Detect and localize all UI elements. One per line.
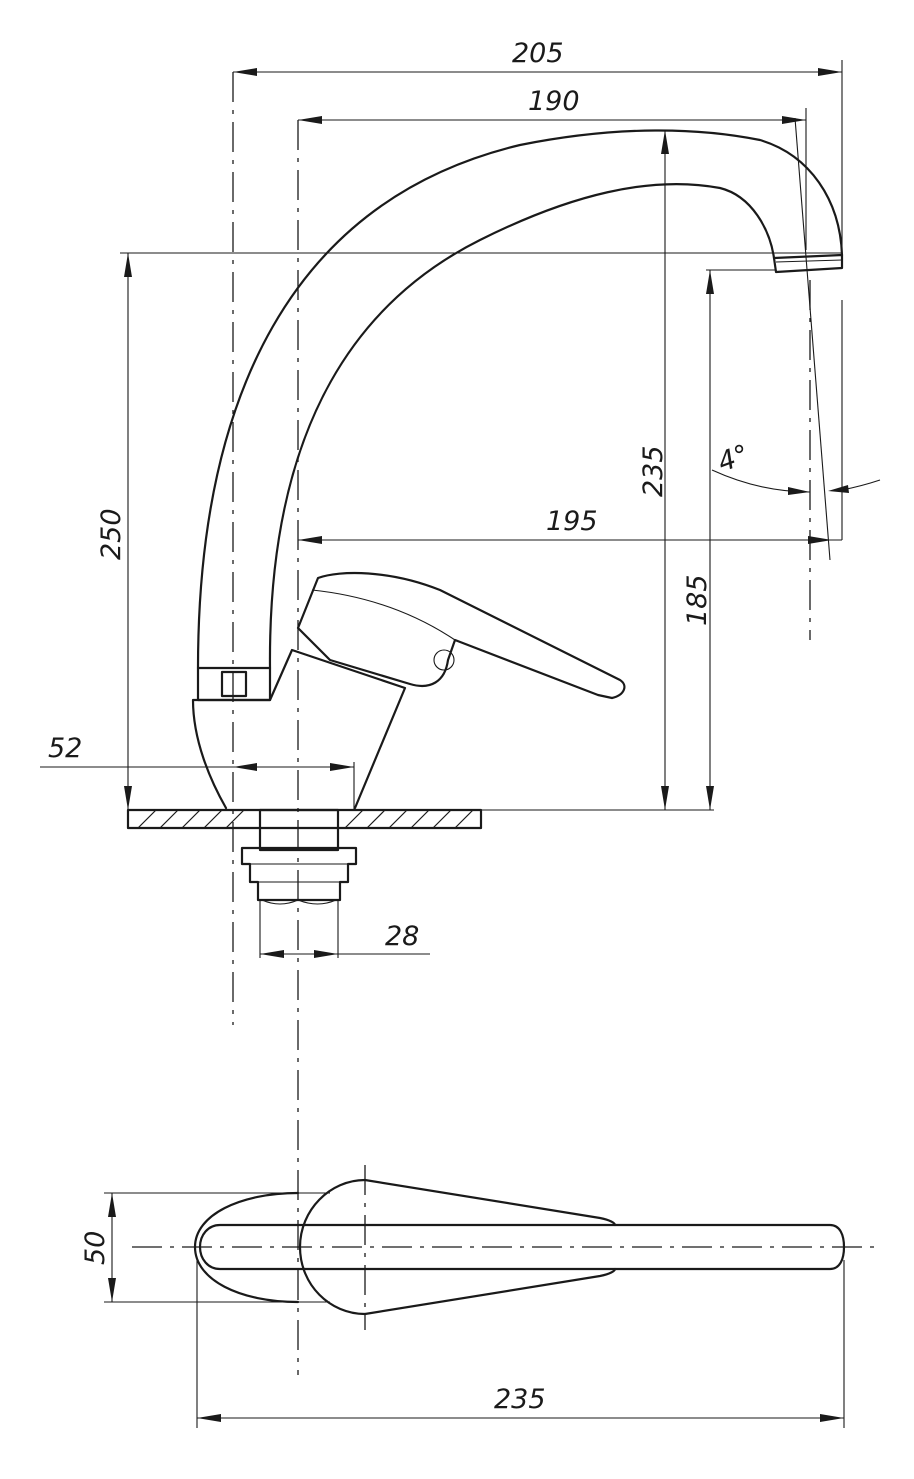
dim-28-arrow-right xyxy=(314,950,338,958)
dim-50-arrow-top xyxy=(108,1193,116,1217)
dim-190-arrow-right xyxy=(782,116,806,124)
dim-28-arrow-left xyxy=(260,950,284,958)
dim-185-arrow-top xyxy=(706,270,714,294)
dim-235b-arrow-right xyxy=(820,1414,844,1422)
side-view-dimensions: 205 190 250 235 185 195 4° xyxy=(40,38,881,958)
dim-235-arrow-top xyxy=(661,130,669,154)
nut-chamfer xyxy=(261,899,337,905)
dim-235b-label: 235 xyxy=(494,1384,546,1415)
lever-pivot xyxy=(433,649,455,671)
fixing-nut xyxy=(240,846,358,902)
dim-250-arrow-top xyxy=(124,253,132,277)
dim-52-label: 52 xyxy=(48,733,82,764)
dim-250-label: 250 xyxy=(96,508,127,560)
dim-angle-arrow-left xyxy=(788,487,810,495)
dim-angle-arrow-right xyxy=(828,485,849,493)
dim-angle-label: 4° xyxy=(714,439,753,479)
dim-50-label: 50 xyxy=(80,1231,111,1265)
top-view-dimensions: 50 235 xyxy=(80,1192,845,1428)
dim-235-arrow-bottom xyxy=(661,786,669,810)
handle-lever-top xyxy=(198,1223,846,1271)
collar-nut xyxy=(220,670,248,698)
dim-185-arrow-bottom xyxy=(706,786,714,810)
dim-190-arrow-left xyxy=(298,116,322,124)
handle-lower-edge xyxy=(363,1267,617,1316)
dim-195-arrow-right xyxy=(808,536,832,544)
handle-dome xyxy=(298,1178,367,1316)
dim-205-label: 205 xyxy=(512,38,564,69)
dim-190-label: 190 xyxy=(528,86,580,117)
dim-50-arrow-bottom xyxy=(108,1278,116,1302)
dim-205-arrow-left xyxy=(233,68,257,76)
dim-185-label: 185 xyxy=(682,574,713,626)
dim-52-arrow-left xyxy=(233,763,257,771)
dim-235b-arrow-left xyxy=(197,1414,221,1422)
dim-235-label: 235 xyxy=(638,445,669,497)
handle-top-view xyxy=(193,1178,846,1316)
centerlines xyxy=(132,72,880,1375)
spout-outer-contour xyxy=(196,129,844,670)
lever-cap-detail xyxy=(311,589,456,641)
spout-inner-contour xyxy=(268,183,776,670)
spout-tilt-line xyxy=(794,117,831,561)
aerator-line xyxy=(775,259,843,263)
dim-250-arrow-bottom xyxy=(124,786,132,810)
faucet-side-view xyxy=(126,117,844,905)
dim-195-label: 195 xyxy=(546,506,598,537)
lever-handle-side xyxy=(296,571,626,700)
handle-outer-body xyxy=(193,1191,300,1304)
spout-tip xyxy=(772,253,844,274)
thread-shank xyxy=(258,808,340,852)
dim-205-arrow-right xyxy=(818,68,842,76)
handle-upper-edge xyxy=(363,1178,617,1227)
dim-28-label: 28 xyxy=(385,921,419,952)
mixer-body xyxy=(191,648,407,810)
mounting-plate xyxy=(126,808,483,830)
dim-52-arrow-right xyxy=(330,763,354,771)
dim-195-arrow-left xyxy=(298,536,322,544)
plate-hatching xyxy=(137,809,474,829)
